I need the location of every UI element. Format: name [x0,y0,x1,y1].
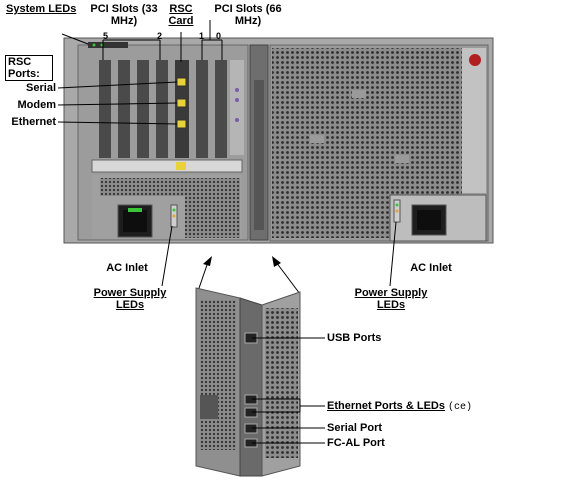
rsc-ports-label: RSC Ports: [5,55,53,81]
callout-lines-zoom [252,337,325,444]
modem-label: Modem [17,99,57,111]
rsc-card-label: RSC Card [168,3,194,27]
fc-al-port-label: FC-AL Port [327,437,385,449]
pci-slot-4 [118,60,130,158]
chassis-rear [63,37,494,244]
pci-slot-1 [196,60,208,158]
power-supply-leds-left-label: Power Supply LEDs [93,287,167,311]
pci-slots-66-label: PCI Slots (66 MHz) [214,3,282,27]
ce-note: (ce) [448,402,473,413]
rsc-ethernet-port [176,119,187,129]
system-leds-label: System LEDs [6,3,77,15]
ac-inlet-right-label: AC Inlet [410,262,452,274]
pci-slot-3 [137,60,149,158]
callout-lines-top [57,20,397,295]
pci-slot-0 [215,60,227,158]
serial-port-label: Serial Port [327,422,383,434]
ethernet-ports-leds-label: Ethernet Ports & LEDs (ce) [327,400,472,414]
ethernet-label: Ethernet [11,116,56,128]
system-leds [88,42,128,48]
rsc-serial-port [176,77,187,87]
rsc-card [175,60,189,158]
zoom-detail-view [195,287,301,477]
ethernet-ports-leds-text: Ethernet Ports & LEDs [327,400,445,412]
rsc-modem-port [176,98,187,108]
power-supply-leds-right-label: Power Supply LEDs [354,287,428,311]
slot-number-2: 2 [157,31,163,41]
pci-slot-2 [156,60,168,158]
slot-number-1: 1 [199,31,205,41]
pci-slots-33-label: PCI Slots (33 MHz) [90,3,158,27]
usb-ports-label: USB Ports [327,332,382,344]
pci-slot-5 [99,60,111,158]
ac-inlet-left-label: AC Inlet [106,262,148,274]
slot-number-5: 5 [103,31,109,41]
slot-number-0: 0 [216,31,222,41]
serial-label: Serial [26,82,56,94]
